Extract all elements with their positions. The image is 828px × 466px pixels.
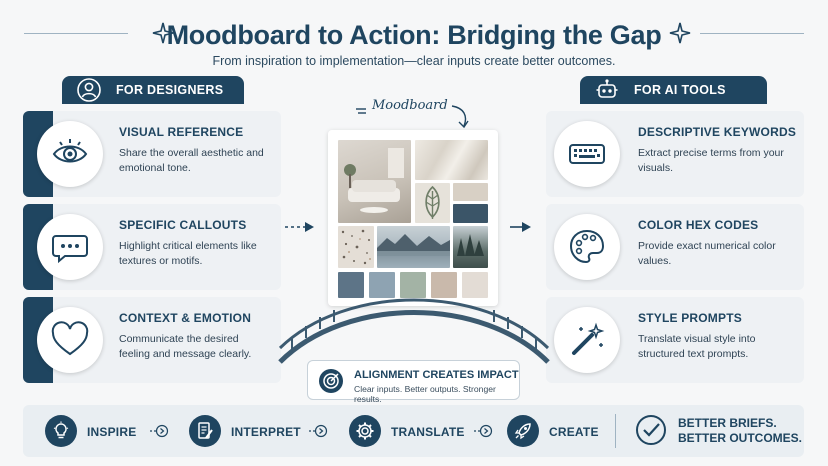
lightbulb-icon bbox=[45, 415, 77, 447]
title-rule-right bbox=[700, 33, 804, 34]
designers-heading-label: FOR DESIGNERS bbox=[116, 83, 224, 97]
moodboard-collage bbox=[328, 130, 498, 306]
navy-swatch-tile bbox=[453, 204, 488, 223]
color-swatch bbox=[369, 272, 395, 298]
step-label-interpret: INTERPRET bbox=[231, 425, 301, 439]
curved-arrow-icon bbox=[356, 105, 469, 129]
moodboard-label-text: Moodboard bbox=[372, 98, 448, 113]
card-description: Translate visual style into structured t… bbox=[638, 333, 756, 360]
card-description: Communicate the desired feeling and mess… bbox=[119, 333, 252, 360]
bridge-illustration bbox=[278, 298, 550, 364]
terrazzo-texture bbox=[338, 226, 374, 268]
card-title: DESCRIPTIVE KEYWORDS bbox=[638, 125, 797, 139]
document-edit-icon bbox=[189, 415, 221, 447]
sparkle-icon bbox=[152, 22, 174, 44]
ai-card-descriptive-keywords: DESCRIPTIVE KEYWORDS Extract precise ter… bbox=[546, 111, 804, 197]
target-icon bbox=[319, 369, 343, 393]
step-arrow-icon bbox=[309, 424, 328, 438]
step-label-translate: TRANSLATE bbox=[391, 425, 465, 439]
process-bar: INSPIRE INTERPRET TRANSLATE CREATE BETTE… bbox=[23, 405, 804, 457]
beige-texture bbox=[453, 183, 488, 201]
arrow-right-icon bbox=[285, 222, 314, 232]
alignment-callout: ALIGNMENT CREATES IMPACT Clear inputs. B… bbox=[307, 360, 520, 404]
user-icon bbox=[76, 77, 102, 103]
card-title: COLOR HEX CODES bbox=[638, 218, 759, 232]
tagline-line-2: BETTER OUTCOMES. bbox=[678, 431, 803, 445]
card-description: Highlight critical elements like texture… bbox=[119, 240, 257, 267]
title-rule-left bbox=[24, 33, 128, 34]
designers-heading: FOR DESIGNERS bbox=[62, 76, 244, 104]
tagline-line-1: BETTER BRIEFS. bbox=[678, 416, 777, 430]
designer-card-specific-callouts: SPECIFIC CALLOUTS Highlight critical ele… bbox=[23, 204, 281, 290]
keyboard-icon bbox=[554, 121, 620, 187]
living-room-photo bbox=[338, 140, 411, 223]
ai-tools-heading: FOR AI TOOLS bbox=[580, 76, 767, 104]
sparkle-icon bbox=[669, 22, 691, 44]
gear-icon bbox=[349, 415, 381, 447]
designer-card-context-emotion: CONTEXT & EMOTION Communicate the desire… bbox=[23, 297, 281, 383]
card-description: Share the overall aesthetic and emotiona… bbox=[119, 147, 264, 174]
color-swatch bbox=[400, 272, 426, 298]
speech-bubble-icon bbox=[37, 214, 103, 280]
step-label-inspire: INSPIRE bbox=[87, 425, 137, 439]
card-description: Extract precise terms from your visuals. bbox=[638, 147, 784, 174]
tagline: BETTER BRIEFS. BETTER OUTCOMES. bbox=[678, 416, 802, 446]
card-title: VISUAL REFERENCE bbox=[119, 125, 244, 139]
color-swatch bbox=[431, 272, 457, 298]
arrow-right-icon bbox=[510, 222, 531, 232]
title-row: Moodboard to Action: Bridging the Gap bbox=[0, 14, 828, 54]
rocket-icon bbox=[507, 415, 539, 447]
forest-photo bbox=[453, 226, 488, 268]
alignment-subtitle: Clear inputs. Better outputs. Stronger r… bbox=[354, 384, 496, 404]
page-title: Moodboard to Action: Bridging the Gap bbox=[166, 20, 662, 50]
ai-card-color-hex-codes: COLOR HEX CODES Provide exact numerical … bbox=[546, 204, 804, 290]
card-title: STYLE PROMPTS bbox=[638, 311, 742, 325]
designer-card-visual-reference: VISUAL REFERENCE Share the overall aesth… bbox=[23, 111, 281, 197]
card-description: Provide exact numerical color values. bbox=[638, 240, 776, 267]
moodboard-label: Moodboard bbox=[372, 98, 448, 113]
process-divider bbox=[615, 414, 616, 448]
step-arrow-icon bbox=[150, 424, 169, 438]
fabric-texture bbox=[415, 140, 488, 180]
card-title: CONTEXT & EMOTION bbox=[119, 311, 252, 325]
card-title: SPECIFIC CALLOUTS bbox=[119, 218, 247, 232]
step-label-create: CREATE bbox=[549, 425, 599, 439]
heart-icon bbox=[37, 307, 103, 373]
ai-tools-heading-label: FOR AI TOOLS bbox=[634, 83, 726, 97]
magic-wand-icon bbox=[554, 307, 620, 373]
color-swatch bbox=[462, 272, 488, 298]
robot-icon bbox=[594, 77, 620, 103]
lake-landscape-photo bbox=[377, 226, 450, 268]
page-subtitle: From inspiration to implementation—clear… bbox=[212, 54, 616, 68]
ai-card-style-prompts: STYLE PROMPTS Translate visual style int… bbox=[546, 297, 804, 383]
palette-icon bbox=[554, 214, 620, 280]
color-swatch bbox=[338, 272, 364, 298]
checkmark-icon bbox=[636, 415, 666, 445]
eye-icon bbox=[37, 121, 103, 187]
alignment-title: ALIGNMENT CREATES IMPACT bbox=[354, 369, 519, 381]
leaf-illustration bbox=[415, 183, 450, 223]
step-arrow-icon bbox=[474, 424, 493, 438]
